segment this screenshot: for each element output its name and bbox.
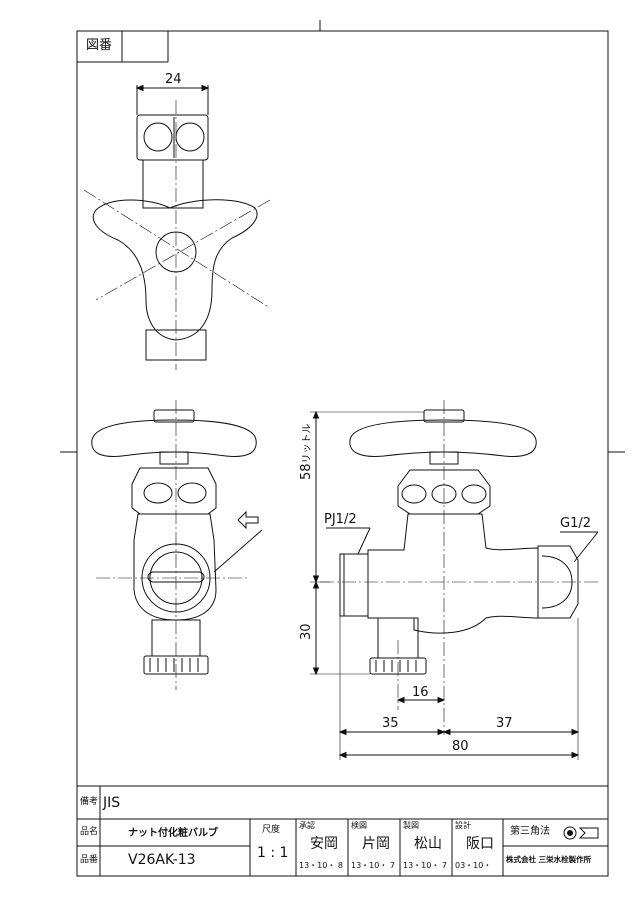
part-label: 品番 [80, 855, 99, 865]
dim-right-len: 37 [496, 716, 513, 731]
remarks-label: 備考 [80, 797, 99, 807]
top-view [83, 84, 271, 370]
scale-value: 1 : 1 [257, 845, 289, 861]
dim-left-len: 35 [382, 716, 399, 731]
approve-date: 13・10・ 8 [299, 861, 343, 870]
design-name: 阪口 [466, 836, 494, 852]
projection-label: 第三角法 [510, 826, 550, 837]
dim-lower-height: 30 [299, 623, 314, 640]
check-label: 検図 [351, 821, 367, 830]
dim-offset-small: 16 [412, 685, 429, 700]
dim-height: 58リットル [299, 423, 314, 480]
dim-height-value: 58 [299, 463, 314, 480]
side-view [310, 400, 599, 760]
drawn-label: 製図 [403, 821, 419, 830]
thread-outlet: G1/2 [560, 516, 591, 531]
drawing-frame [76, 30, 609, 877]
check-name: 片岡 [362, 836, 390, 852]
company-name: 株式会社 三栄水栓製作所 [506, 855, 592, 864]
drawing-no-label: 図番 [86, 38, 113, 53]
part-value: V26AK-13 [128, 852, 196, 868]
approve-label: 承認 [299, 821, 315, 830]
approve-name: 安岡 [310, 836, 338, 852]
thread-inlet: PJ1/2 [324, 512, 357, 527]
drawn-name: 松山 [414, 836, 442, 852]
design-label: 設計 [455, 821, 471, 830]
projection-symbol-icon [563, 826, 599, 840]
name-value: ナット付化粧バルブ [128, 828, 218, 839]
drawn-date: 13・10・ 7 [403, 861, 447, 870]
scale-label: 尺度 [262, 825, 281, 835]
dim-total-len: 80 [452, 739, 469, 754]
remarks-value: JIS [103, 795, 121, 811]
design-date: 03・10・ [455, 861, 492, 870]
check-date: 13・10・ 7 [351, 861, 395, 870]
front-view [91, 400, 263, 690]
dim-top-width: 24 [165, 72, 182, 87]
title-block [77, 785, 608, 876]
dim-height-suffix: リットル [302, 423, 313, 464]
name-label: 品名 [80, 827, 99, 837]
